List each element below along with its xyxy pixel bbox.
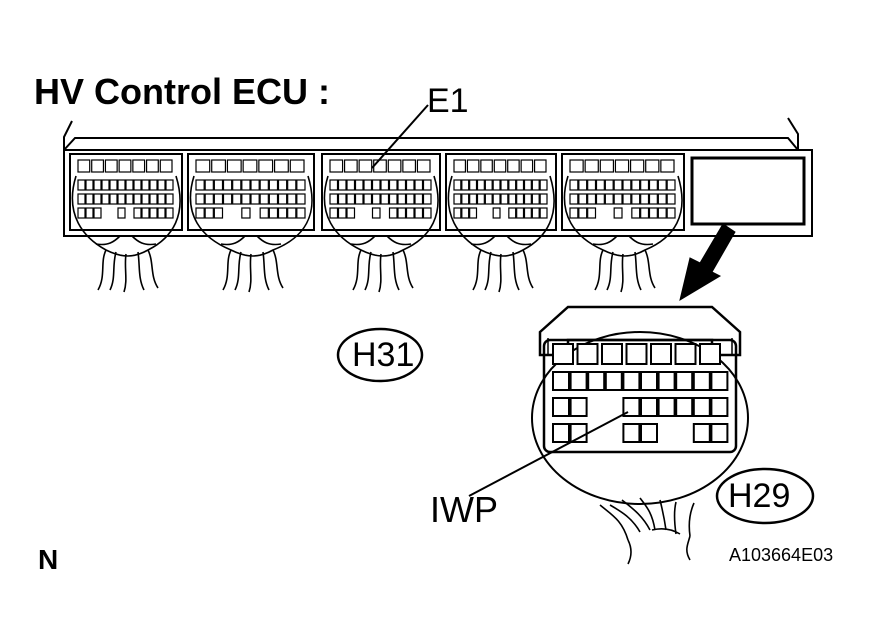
north-indicator: N	[38, 544, 59, 575]
h29-callout-oval	[715, 467, 815, 525]
ecu-harness-4	[447, 175, 555, 293]
terminal-label-iwp: IWP	[430, 489, 498, 530]
ecu-housing	[63, 149, 813, 237]
h29-wire-bundle	[599, 497, 695, 565]
connector-label-e1: E1	[427, 82, 469, 120]
ecu-pin-grid-1	[77, 159, 174, 219]
figure-code: A103664E03	[729, 545, 834, 565]
ecu-housing-outline	[63, 137, 799, 151]
ecu-harness-5	[563, 175, 683, 293]
diagram-title: HV Control ECU :	[34, 71, 330, 112]
connector-label-h29: H29	[728, 477, 791, 515]
pointer-arrow	[679, 223, 736, 302]
h31-callout-oval	[336, 327, 424, 383]
ecu-harness-3	[323, 175, 439, 293]
connector-block-e1	[321, 153, 441, 231]
h29-connector-face	[542, 338, 738, 454]
e1-leader-line	[371, 104, 429, 169]
ecu-pin-grid-2	[195, 159, 306, 219]
iwp-leader-line	[468, 411, 629, 497]
ecu-pin-grid-5	[569, 159, 676, 219]
h29-pin-grid	[552, 343, 729, 443]
ecu-pin-grid-3	[329, 159, 432, 219]
h29-harness-boot	[531, 331, 749, 505]
connector-block-4	[445, 153, 557, 231]
connector-block-h29-position	[690, 156, 806, 226]
connector-block-1	[69, 153, 183, 231]
connector-block-2	[187, 153, 315, 231]
ecu-pin-grid-4	[453, 159, 548, 219]
ecu-harness-1	[71, 175, 181, 293]
connector-block-5	[561, 153, 685, 231]
ecu-harness-2	[189, 175, 313, 293]
connector-label-h31: H31	[352, 336, 415, 374]
